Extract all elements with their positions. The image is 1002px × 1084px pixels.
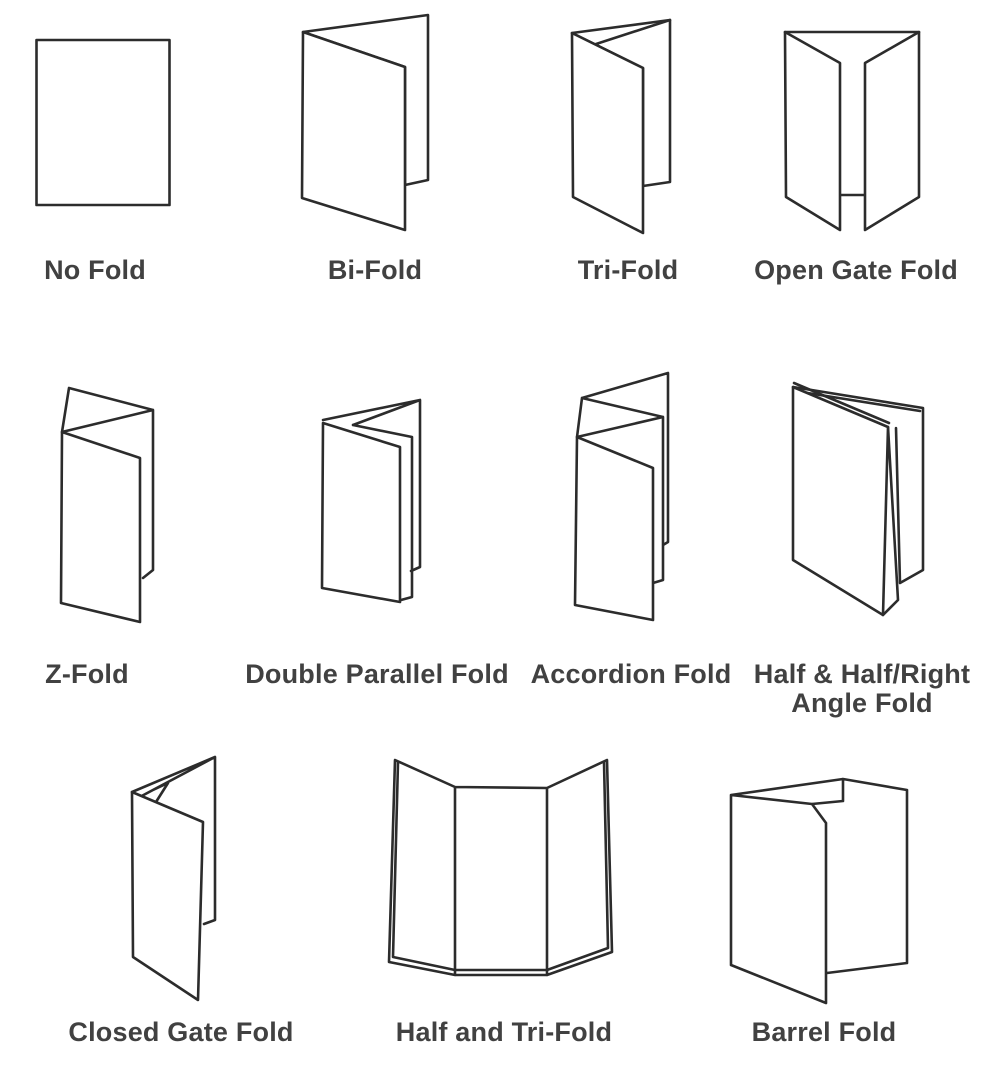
fold-label-tri-fold: Tri-Fold [577, 255, 679, 285]
fold-label-bi-fold: Bi-Fold [327, 255, 423, 285]
fold-label-double-parallel-fold: Double Parallel Fold [245, 659, 509, 689]
figure-half-and-half-right-angle-fold [791, 381, 925, 617]
fold-label-closed-gate-fold: Closed Gate Fold [68, 1017, 294, 1047]
fold-label-barrel-fold: Barrel Fold [751, 1017, 897, 1047]
figure-bi-fold [300, 13, 430, 232]
figure-double-parallel-fold [320, 398, 422, 604]
fold-label-no-fold: No Fold [44, 255, 146, 285]
figure-no-fold [35, 38, 171, 207]
fold-label-z-fold: Z-Fold [45, 659, 129, 689]
fold-label-half-and-tri-fold: Half and Tri-Fold [395, 1017, 613, 1047]
figure-open-gate-fold [783, 30, 921, 232]
fold-label-open-gate-fold: Open Gate Fold [754, 255, 958, 285]
figure-closed-gate-fold [130, 755, 217, 1002]
figure-tri-fold [570, 18, 672, 235]
figure-barrel-fold [729, 777, 909, 1005]
figure-accordion-fold [573, 371, 670, 622]
fold-label-accordion-fold: Accordion Fold [530, 659, 732, 689]
figure-z-fold [59, 386, 155, 624]
fold-label-half-and-half-right-angle-fold: Half & Half/Right Angle Fold [753, 659, 971, 718]
figure-half-and-tri-fold [387, 758, 614, 977]
